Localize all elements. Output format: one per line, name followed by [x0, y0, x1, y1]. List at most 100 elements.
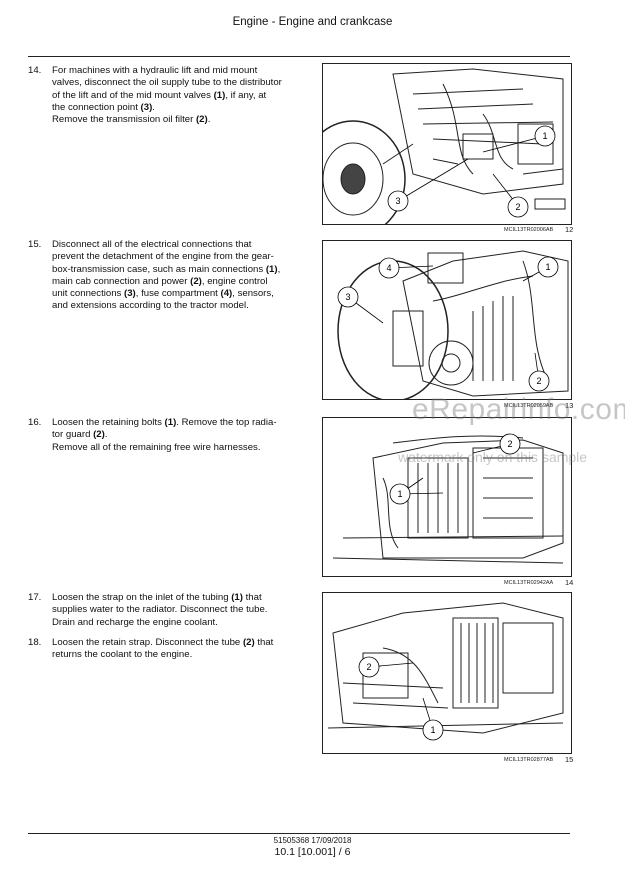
- fig13-callout-4: 4: [386, 263, 391, 273]
- callout-reference: (2): [195, 114, 208, 126]
- figure-15-code: MCIL13TR02877AB: [504, 757, 554, 763]
- figure-13-image: 1 2 3 4: [322, 240, 572, 400]
- callout-reference: (2): [242, 637, 255, 648]
- fig13-callout-1: 1: [545, 262, 550, 272]
- fig15-callout-2: 2: [366, 662, 371, 672]
- callout-reference: (1): [164, 417, 177, 428]
- step-number: 15.: [28, 239, 42, 250]
- watermark-text: eRepairinfo.com: [412, 393, 625, 426]
- fig15-callout-1: 1: [430, 725, 435, 735]
- fig14-callout-2: 2: [507, 439, 512, 449]
- step-text-segment: of the lift and of the mid mount valves: [52, 89, 214, 101]
- step-text-segment: .: [152, 101, 155, 113]
- step-text-segment: , sensors,: [232, 288, 274, 300]
- callout-reference: (3): [140, 101, 153, 113]
- step-text-segment: .: [207, 114, 211, 126]
- fig12-callout-3: 3: [395, 196, 400, 206]
- watermark-subtext: watermark only on this sample: [398, 449, 588, 465]
- step-text-segment: the connection point: [52, 101, 141, 113]
- step-15: 15. Disconnect all of the electrical conn…: [28, 239, 302, 313]
- callout-reference: (3): [124, 288, 136, 300]
- step-text: Loosen the retain strap. Disconnect the …: [52, 637, 302, 662]
- step-number: 16.: [28, 417, 42, 428]
- step-text: Loosen the strap on the inlet of the tub…: [52, 592, 302, 629]
- fig14-callout-1: 1: [397, 489, 402, 499]
- step-text-segment: tor guard: [52, 429, 94, 441]
- step-text-segment: Loosen the retaining bolts: [52, 417, 165, 428]
- step-text-segment: .: [104, 429, 108, 441]
- step-text-segment: and extensions according to the tractor …: [52, 300, 249, 312]
- figure-12-code: MCIL13TR02006AB: [504, 227, 554, 233]
- step-number: 18.: [28, 637, 42, 648]
- footer-document-id: 51505368 17/09/2018: [273, 836, 352, 845]
- header-rule: [28, 56, 570, 57]
- step-line: and extensions according to the tractor …: [52, 300, 302, 312]
- figure-15-number: 15: [565, 755, 574, 764]
- step-text-segment: Loosen the retain strap. Disconnect the …: [52, 637, 243, 648]
- step-line: Remove all of the remaining free wire ha…: [52, 442, 302, 454]
- callout-reference: (2): [190, 275, 202, 287]
- step-text-segment: unit connections: [52, 288, 124, 300]
- figure-15-image: 1 2: [322, 592, 572, 754]
- step-17: 17. Loosen the strap on the inlet of the …: [28, 592, 302, 629]
- step-line: supplies water to the radiator. Disconne…: [52, 604, 302, 616]
- step-text-segment: For machines with a hydraulic lift and m…: [52, 65, 258, 76]
- step-text-segment: main cab connection and power: [52, 275, 191, 287]
- step-text-segment: that: [242, 592, 262, 603]
- figure-14-image: 1 2: [322, 417, 572, 577]
- step-line: Disconnect all of the electrical connect…: [52, 239, 302, 251]
- fig12-callout-2: 2: [515, 202, 520, 212]
- step-line: main cab connection and power (2), engin…: [52, 276, 302, 288]
- step-line: valves, disconnect the oil supply tube t…: [52, 77, 302, 89]
- step-text-segment: , fuse compartment: [135, 288, 221, 300]
- step-line: For machines with a hydraulic lift and m…: [52, 65, 302, 77]
- step-line: the connection point (3).: [52, 102, 302, 114]
- step-number: 17.: [28, 592, 42, 603]
- callout-reference: (4): [220, 288, 233, 300]
- step-text-segment: returns the coolant to the engine.: [52, 649, 193, 661]
- step-text-segment: Disconnect all of the electrical connect…: [52, 239, 252, 250]
- step-text-segment: Loosen the strap on the inlet of the tub…: [52, 592, 232, 603]
- step-line: Remove the transmission oil filter (2).: [52, 114, 302, 126]
- step-text-segment: supplies water to the radiator. Disconne…: [52, 604, 268, 616]
- step-line: prevent the detachment of the engine fro…: [52, 251, 302, 263]
- figure-14-code: MCIL13TR02942AA: [504, 580, 554, 586]
- step-number: 14.: [28, 65, 42, 76]
- figure-13-code: MCIL13TR02059AB: [504, 403, 554, 409]
- step-text-segment: that: [254, 637, 274, 648]
- step-text-segment: . Remove the top radia-: [176, 417, 277, 428]
- step-line: Loosen the retain strap. Disconnect the …: [52, 637, 302, 649]
- fig12-callout-circle: [534, 125, 556, 147]
- fig13-callout-2: 2: [536, 376, 541, 386]
- step-text-segment: prevent the detachment of the engine fro…: [52, 251, 274, 263]
- step-line: Loosen the strap on the inlet of the tub…: [52, 592, 302, 604]
- footer-page-number: 10.1 [10.001] / 6: [274, 846, 351, 858]
- page-header-title: Engine - Engine and crankcase: [232, 16, 393, 28]
- step-line: returns the coolant to the engine.: [52, 649, 302, 661]
- figure-13-number: 13: [565, 401, 574, 410]
- callout-reference: (1): [265, 263, 278, 275]
- figure-14-number: 14: [565, 578, 574, 587]
- figure-12-number: 12: [565, 225, 574, 234]
- fig12-callout-1: 1: [542, 131, 547, 141]
- step-text-segment: , engine control: [201, 275, 268, 287]
- step-text-segment: valves, disconnect the oil supply tube t…: [52, 77, 282, 89]
- callout-reference: (1): [231, 592, 243, 603]
- step-text-segment: Remove all of the remaining free wire ha…: [52, 441, 261, 453]
- step-14: 14. For machines with a hydraulic lift an…: [28, 65, 302, 126]
- step-line: box-transmission case, such as main conn…: [52, 264, 302, 276]
- fig13-callout-3: 3: [345, 292, 350, 302]
- step-text: For machines with a hydraulic lift and m…: [52, 65, 302, 126]
- callout-reference: (1): [213, 89, 226, 101]
- step-16: 16. Loosen the retaining bolts (1). Remov…: [28, 417, 302, 454]
- step-text-segment: ,: [277, 263, 281, 275]
- step-text-segment: , if any, at: [225, 89, 267, 101]
- step-text: Loosen the retaining bolts (1). Remove t…: [52, 417, 302, 454]
- step-line: tor guard (2).: [52, 429, 302, 441]
- figure-12-image: 1 2 3: [322, 63, 572, 225]
- step-line: unit connections (3), fuse compartment (…: [52, 288, 302, 300]
- step-text-segment: Remove the transmission oil filter: [52, 114, 196, 126]
- step-18: 18. Loosen the retain strap. Disconnect t…: [28, 637, 302, 662]
- step-text: Disconnect all of the electrical connect…: [52, 239, 302, 313]
- step-line: of the lift and of the mid mount valves …: [52, 90, 302, 102]
